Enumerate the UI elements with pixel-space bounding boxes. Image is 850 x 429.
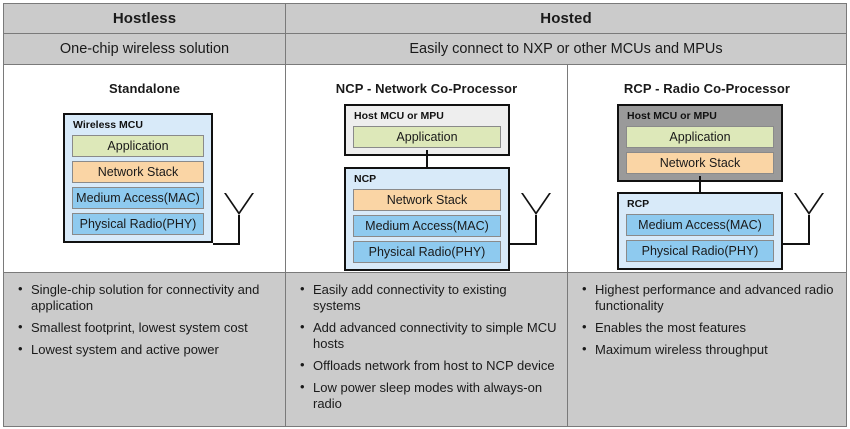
antenna-triangle-fill-ncp <box>523 193 549 212</box>
antenna-stem <box>238 215 240 245</box>
connector-host-to-ncp <box>426 150 428 168</box>
header-cell-hostless: Hostless <box>4 4 286 33</box>
diagram-cell-ncp: NCP - Network Co-Processor Host MCU or M… <box>286 65 568 272</box>
comparison-table: Hostless Hosted One-chip wireless soluti… <box>3 3 847 427</box>
block-host-mcu-rcp: Host MCU or MPU Application Network Stac… <box>617 104 783 182</box>
block-host-mcu-ncp: Host MCU or MPU Application <box>344 104 510 156</box>
diagram-title-standalone: Standalone <box>108 81 181 96</box>
subheader-label-hosted: Easily connect to NXP or other MCUs and … <box>409 41 723 57</box>
table-subheader-row: One-chip wireless solution Easily connec… <box>4 34 846 65</box>
layer-medium-access: Medium Access(MAC) <box>72 187 204 209</box>
block-title-rcp: RCP <box>627 198 650 210</box>
block-rcp: RCP Medium Access(MAC) Physical Radio(PH… <box>617 192 783 270</box>
block-title-host-mcu-ncp: Host MCU or MPU <box>354 110 444 122</box>
block-wireless-mcu: Wireless MCU Application Network Stack M… <box>63 113 213 243</box>
layer-application-host-rcp: Application <box>626 126 774 148</box>
layer-physical-radio-ncp: Physical Radio(PHY) <box>353 241 501 263</box>
antenna-icon-rcp <box>783 193 831 245</box>
list-item: Lowest system and active power <box>16 341 275 358</box>
diagram-title-ncp: NCP - Network Co-Processor <box>335 81 518 96</box>
table-bullet-row: Single-chip solution for connectivity an… <box>4 273 846 426</box>
antenna-lead-horizontal <box>213 243 240 245</box>
subheader-cell-hostless: One-chip wireless solution <box>4 34 286 64</box>
list-item: Add advanced connectivity to simple MCU … <box>298 319 557 352</box>
list-item: Enables the most features <box>580 319 836 336</box>
list-item: Offloads network from host to NCP device <box>298 357 557 374</box>
list-item: Low power sleep modes with always-on rad… <box>298 379 557 412</box>
block-title-wireless-mcu: Wireless MCU <box>73 119 143 131</box>
antenna-lead-horizontal-rcp <box>783 243 810 245</box>
bullets-cell-ncp: Easily add connectivity to existing syst… <box>286 273 568 426</box>
header-label-hostless: Hostless <box>112 10 177 27</box>
layer-network-stack-ncp: Network Stack <box>353 189 501 211</box>
block-title-host-mcu-rcp: Host MCU or MPU <box>627 110 717 122</box>
antenna-triangle-fill-rcp <box>796 193 822 212</box>
block-ncp: NCP Network Stack Medium Access(MAC) Phy… <box>344 167 510 271</box>
antenna-stem-rcp <box>808 215 810 245</box>
antenna-lead-horizontal-ncp <box>510 243 537 245</box>
table-header-row: Hostless Hosted <box>4 4 846 34</box>
layer-network-stack-host-rcp: Network Stack <box>626 152 774 174</box>
subheader-label-hostless: One-chip wireless solution <box>59 41 230 57</box>
header-cell-hosted: Hosted <box>286 4 846 33</box>
diagram-cell-standalone: Standalone Wireless MCU Application Netw… <box>4 65 286 272</box>
diagram-cell-rcp: RCP - Radio Co-Processor Host MCU or MPU… <box>568 65 846 272</box>
bullets-cell-rcp: Highest performance and advanced radio f… <box>568 273 846 426</box>
antenna-triangle-fill <box>226 193 252 212</box>
bullet-list-ncp: Easily add connectivity to existing syst… <box>298 281 557 412</box>
subheader-cell-hosted: Easily connect to NXP or other MCUs and … <box>286 34 846 64</box>
list-item: Smallest footprint, lowest system cost <box>16 319 275 336</box>
antenna-stem-ncp <box>535 215 537 245</box>
layer-network-stack: Network Stack <box>72 161 204 183</box>
antenna-icon-ncp <box>510 193 558 245</box>
list-item: Highest performance and advanced radio f… <box>580 281 836 314</box>
antenna-icon <box>213 193 261 245</box>
diagram-title-rcp: RCP - Radio Co-Processor <box>623 81 791 96</box>
layer-medium-access-ncp: Medium Access(MAC) <box>353 215 501 237</box>
table-diagram-row: Standalone Wireless MCU Application Netw… <box>4 65 846 273</box>
bullet-list-standalone: Single-chip solution for connectivity an… <box>16 281 275 358</box>
bullets-cell-standalone: Single-chip solution for connectivity an… <box>4 273 286 426</box>
list-item: Maximum wireless throughput <box>580 341 836 358</box>
header-label-hosted: Hosted <box>540 10 592 27</box>
list-item: Single-chip solution for connectivity an… <box>16 281 275 314</box>
list-item: Easily add connectivity to existing syst… <box>298 281 557 314</box>
block-title-ncp: NCP <box>354 173 377 185</box>
layer-application: Application <box>72 135 204 157</box>
layer-medium-access-rcp: Medium Access(MAC) <box>626 214 774 236</box>
layer-physical-radio-rcp: Physical Radio(PHY) <box>626 240 774 262</box>
bullet-list-rcp: Highest performance and advanced radio f… <box>580 281 836 358</box>
connector-host-to-rcp <box>699 176 701 193</box>
layer-physical-radio: Physical Radio(PHY) <box>72 213 204 235</box>
layer-application-host-ncp: Application <box>353 126 501 148</box>
